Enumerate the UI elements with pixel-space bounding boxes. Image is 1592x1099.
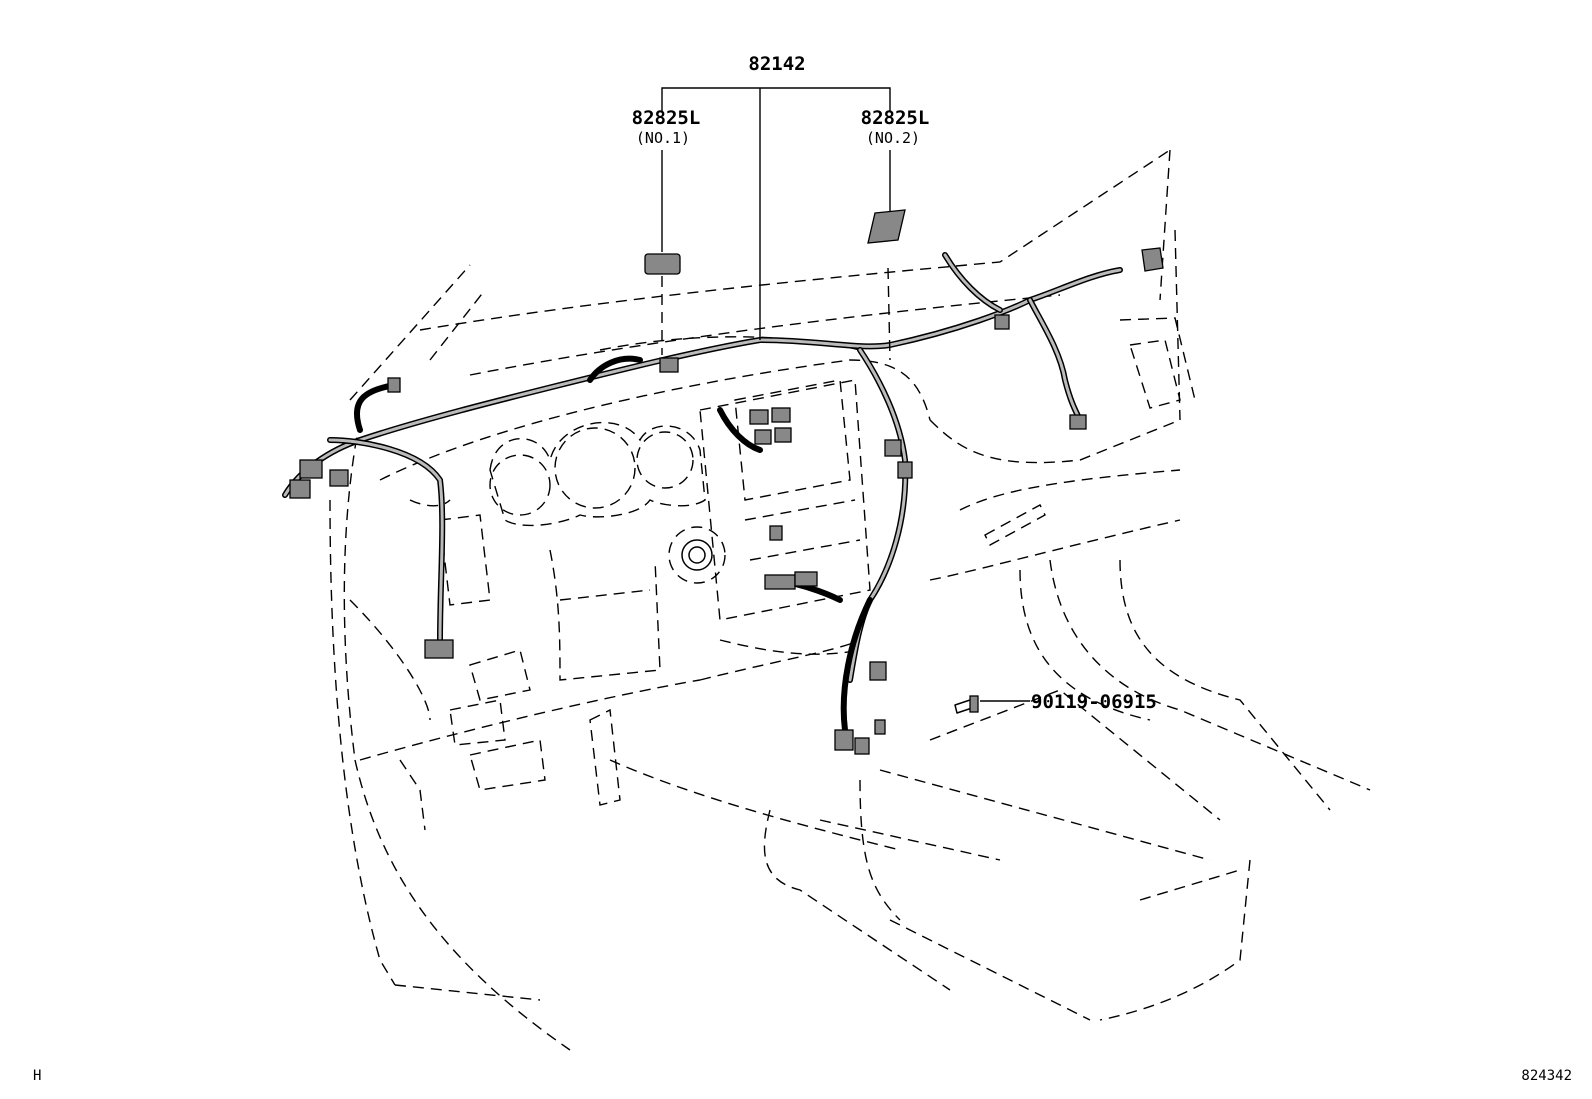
leader-lines (661, 87, 1030, 702)
diagram-number: 824342 (1521, 1068, 1572, 1084)
harness-connectors (289, 209, 1164, 755)
cover-no1-connector (644, 253, 681, 275)
label-cover-no1-sub: (NO.1) (636, 129, 690, 147)
center-stack (699, 379, 871, 655)
bolt-part (954, 695, 979, 714)
label-main-harness: 82142 (748, 53, 805, 75)
instrument-panel-outline (349, 317, 1196, 831)
gauge-cluster (489, 421, 706, 681)
label-cover-no1: 82825L (632, 107, 701, 129)
ignition-area (668, 526, 726, 584)
label-cover-no2-sub: (NO.2) (866, 129, 920, 147)
wire-harness (282, 252, 1123, 733)
vehicle-body-outline (329, 149, 1371, 1051)
label-cover-no2: 82825L (861, 107, 930, 129)
cover-no2-connector (867, 209, 906, 244)
label-bolt: 90119-06915 (1031, 691, 1157, 713)
corner-code-left: H (33, 1068, 41, 1084)
